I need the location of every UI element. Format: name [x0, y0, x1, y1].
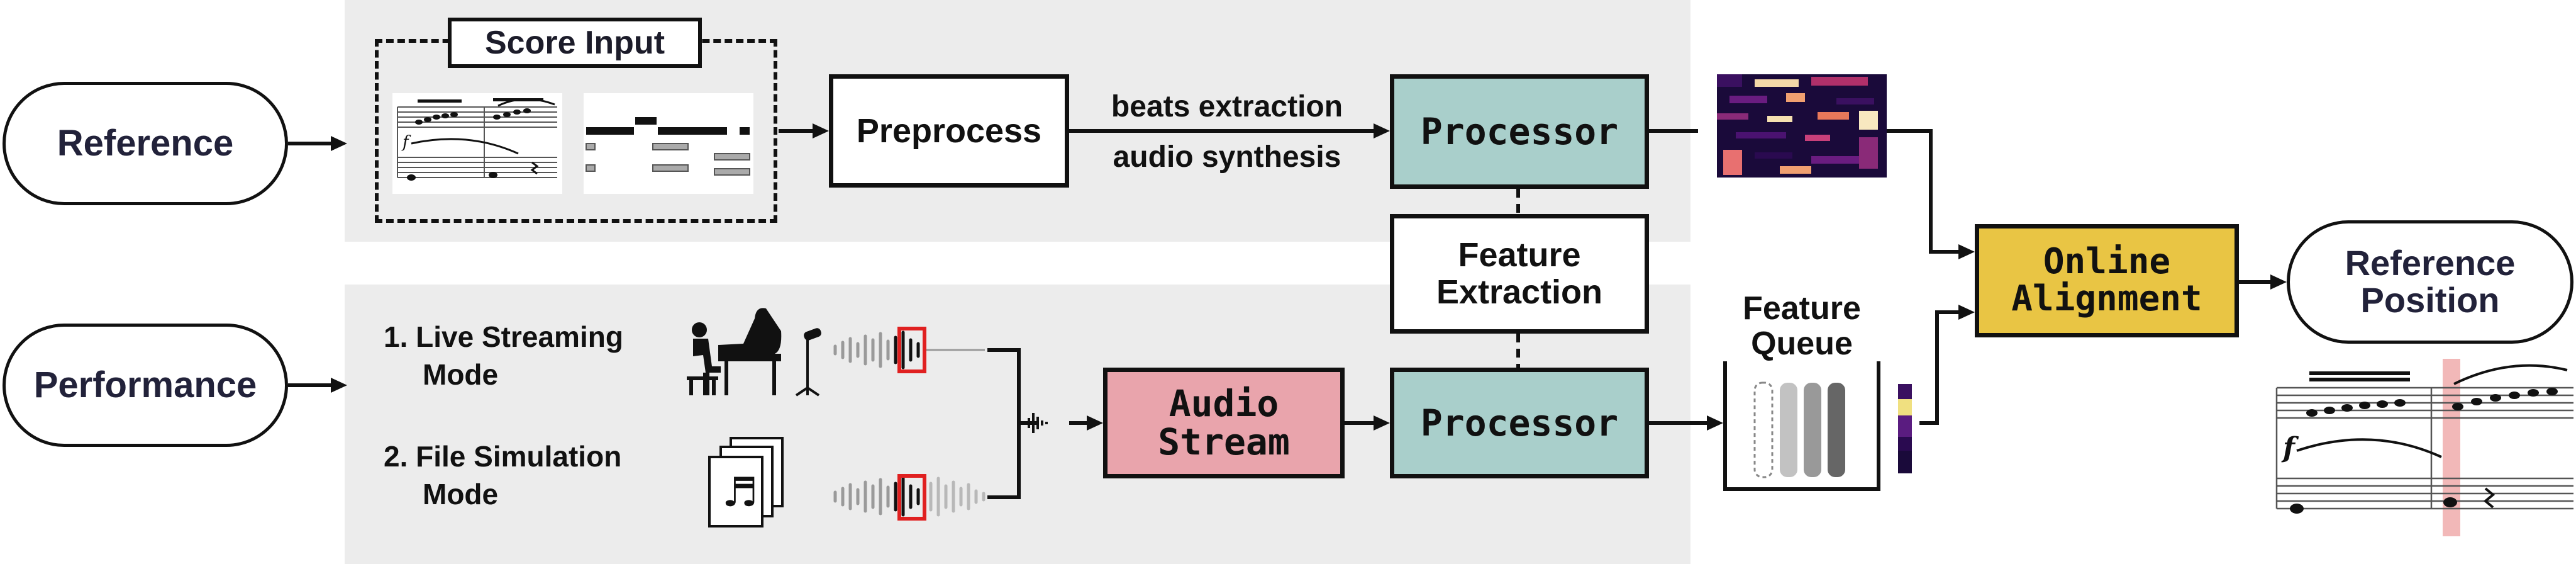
svg-text:f: f — [401, 133, 411, 152]
live-streaming-mode-label: 1. Live Streaming Mode — [384, 320, 623, 391]
preprocess-box: Preprocess — [829, 74, 1069, 188]
file-simulation-mode-label: 2. File Simulation Mode — [384, 440, 622, 510]
chromagram-icon — [1717, 74, 1887, 178]
processor-top-box: Processor — [1390, 74, 1649, 189]
feature-extraction-box: Feature Extraction — [1390, 214, 1649, 334]
svg-text:f: f — [2281, 432, 2299, 464]
piano-player-icon — [680, 306, 787, 398]
processor-bottom-box: Processor — [1390, 368, 1649, 478]
waveform-icon — [1028, 413, 1048, 433]
performance-input: Performance — [3, 324, 288, 447]
sheet-music-icon: f — [2272, 356, 2576, 539]
reference-input: Reference — [3, 82, 288, 205]
feature-queue-title: Feature Queue — [1723, 291, 1880, 361]
reference-position-output: Reference Position — [2287, 220, 2573, 344]
piano-roll-icon — [584, 93, 753, 194]
online-alignment-box: Online Alignment — [1975, 224, 2239, 337]
reference-label: Reference — [57, 122, 234, 164]
beats-extraction-label: beats extraction — [1111, 90, 1343, 123]
performance-label: Performance — [33, 364, 257, 405]
svg-text:♬: ♬ — [722, 470, 758, 516]
score-input-title: Score Input — [448, 18, 702, 68]
music-files-icon: ♬ — [706, 434, 786, 529]
sheet-music-icon: f — [392, 93, 562, 194]
audio-stream-box: Audio Stream — [1103, 368, 1345, 478]
audio-synthesis-label: audio synthesis — [1113, 140, 1341, 174]
microphone-icon — [791, 327, 826, 397]
